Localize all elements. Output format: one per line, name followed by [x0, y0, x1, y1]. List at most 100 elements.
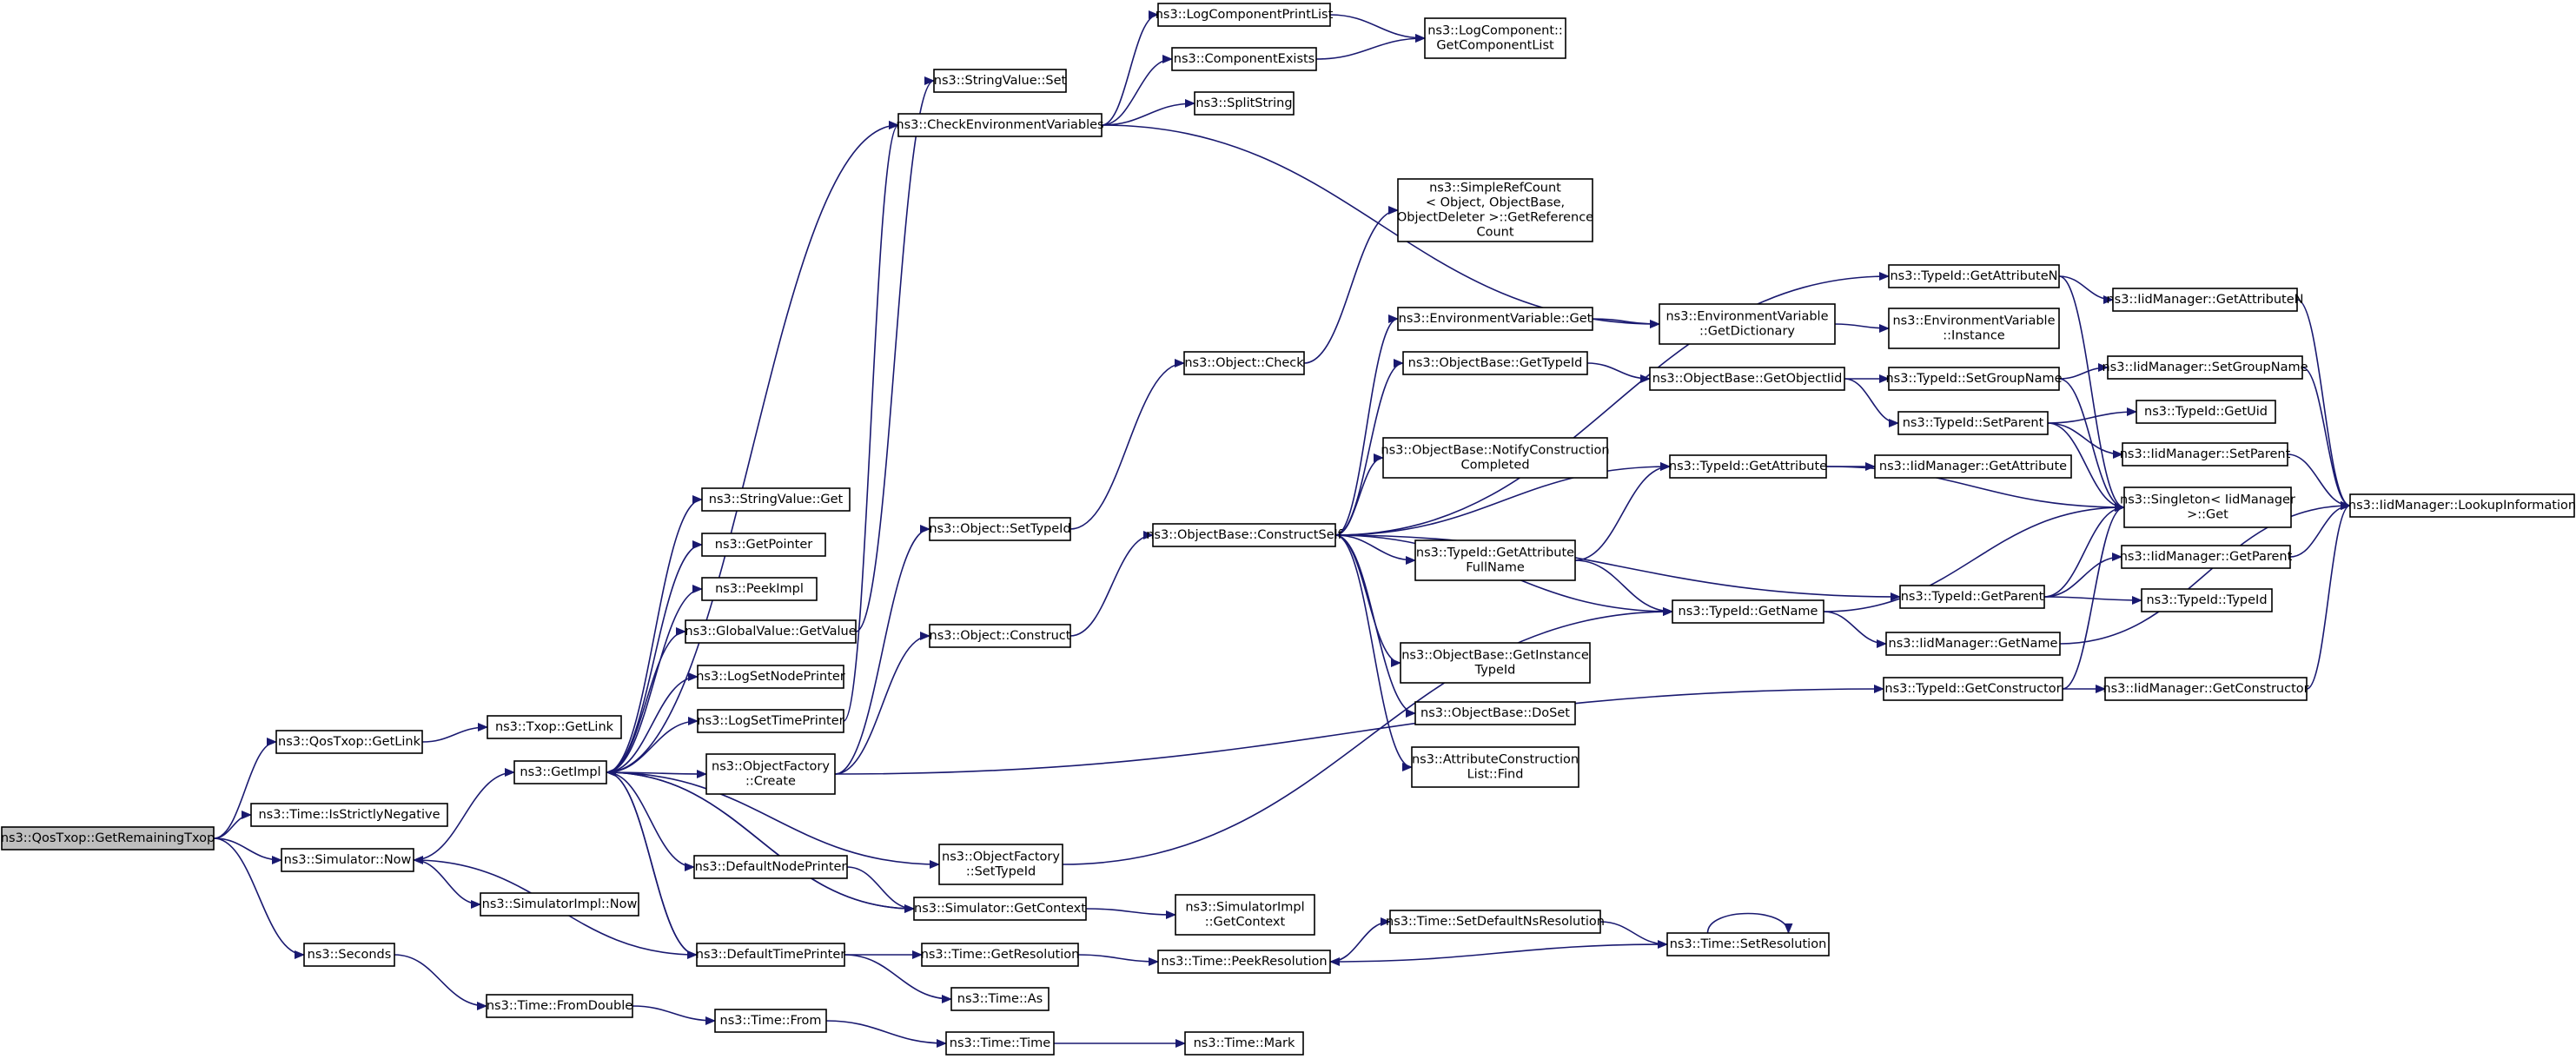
node-iidmgr_getparent[interactable]: ns3::IidManager::GetParent — [2120, 545, 2293, 569]
node-typeid_getattributen[interactable]: ns3::TypeId::GetAttributeN — [1888, 264, 2060, 288]
node-time_fromdouble[interactable]: ns3::Time::FromDouble — [486, 994, 633, 1018]
node-checkenvvars[interactable]: ns3::CheckEnvironmentVariables — [896, 113, 1104, 137]
node-object_construct[interactable]: ns3::Object::Construct — [929, 624, 1071, 648]
node-objbase_gettypeid[interactable]: ns3::ObjectBase::GetTypeId — [1402, 351, 1588, 375]
node-logsetnodeprinter[interactable]: ns3::LogSetNodePrinter — [696, 665, 845, 689]
node-typeid_getattribute[interactable]: ns3::TypeId::GetAttribute — [1669, 454, 1827, 479]
edge-getimpl-to-objfactory_settypeid — [606, 771, 940, 869]
node-typeid_getname[interactable]: ns3::TypeId::GetName — [1672, 599, 1824, 624]
node-peekimpl[interactable]: ns3::PeekImpl — [701, 577, 818, 601]
edge-logsettimeprinter-to-checkenvvars — [843, 121, 899, 722]
edge-objfactory_settypeid-to-typeid_getname — [1062, 607, 1673, 865]
node-time_from[interactable]: ns3::Time::From — [714, 1009, 827, 1033]
node-typeid_getuid[interactable]: ns3::TypeId::GetUid — [2136, 400, 2276, 424]
node-iidmgr_setgroupname[interactable]: ns3::IidManager::SetGroupName — [2102, 355, 2308, 380]
node-iidmgr_getname[interactable]: ns3::IidManager::GetName — [1885, 632, 2061, 656]
node-object_settypeid[interactable]: ns3::Object::SetTypeId — [929, 517, 1071, 541]
node-envvar_getdictionary[interactable]: ns3::EnvironmentVariable::GetDictionary — [1659, 303, 1836, 345]
node-time_getresolution[interactable]: ns3::Time::GetResolution — [921, 943, 1080, 967]
node-object_check[interactable]: ns3::Object::Check — [1183, 351, 1305, 375]
node-iidmgr_getattributen[interactable]: ns3::IidManager::GetAttributeN — [2106, 288, 2304, 312]
node-label: GetComponentList — [1436, 39, 1554, 53]
node-box — [1382, 437, 1608, 479]
node-simimpl_getcontext[interactable]: ns3::SimulatorImpl::GetContext — [1175, 894, 1315, 936]
node-root[interactable]: ns3::QosTxop::GetRemainingTxop — [1, 826, 215, 851]
node-label: ns3::LogSetNodePrinter — [696, 670, 845, 684]
node-envvar_instance[interactable]: ns3::EnvironmentVariable::Instance — [1888, 308, 2060, 349]
edge-objbase_constructself-to-objbase_notifyconstruction — [1334, 453, 1384, 536]
node-typeid_setparent[interactable]: ns3::TypeId::SetParent — [1897, 411, 2049, 435]
node-label: ns3::Singleton< IidManager — [2120, 493, 2295, 507]
node-typeid_getparent[interactable]: ns3::TypeId::GetParent — [1899, 585, 2045, 609]
node-qos_getlink[interactable]: ns3::QosTxop::GetLink — [275, 730, 423, 754]
node-logcomp_getcomplist[interactable]: ns3::LogComponent::GetComponentList — [1424, 17, 1566, 59]
node-simplerefcount[interactable]: ns3::SimpleRefCount< Object, ObjectBase,… — [1397, 178, 1593, 242]
node-objbase_getobjectiid[interactable]: ns3::ObjectBase::GetObjectIid — [1649, 367, 1845, 391]
node-stringvalue_get[interactable]: ns3::StringValue::Get — [701, 487, 851, 512]
node-logcompprintlist[interactable]: ns3::LogComponentPrintList — [1156, 3, 1334, 27]
node-label: ns3::Time::IsStrictlyNegative — [258, 808, 440, 822]
edge-typeid_setparent-to-iidmgr_setparent — [2047, 422, 2123, 459]
node-txop_getlink[interactable]: ns3::Txop::GetLink — [487, 715, 622, 739]
node-singleton_get[interactable]: ns3::Singleton< IidManager>::Get — [2120, 486, 2295, 528]
node-label: ns3::GetPointer — [715, 538, 813, 552]
node-sim_now[interactable]: ns3::Simulator::Now — [281, 848, 414, 872]
node-objbase_doset[interactable]: ns3::ObjectBase::DoSet — [1414, 701, 1576, 725]
node-componentexists[interactable]: ns3::ComponentExists — [1171, 47, 1317, 71]
node-objbase_notifyconstruction[interactable]: ns3::ObjectBase::NotifyConstructionCompl… — [1381, 437, 1610, 479]
node-simimpl_now[interactable]: ns3::SimulatorImpl::Now — [480, 892, 639, 917]
node-time_mark[interactable]: ns3::Time::Mark — [1184, 1031, 1304, 1056]
node-defaultnodeprinter[interactable]: ns3::DefaultNodePrinter — [693, 855, 848, 879]
node-label: ns3::Time::As — [957, 992, 1043, 1006]
node-label: ns3::Time::SetDefaultNsResolution — [1386, 915, 1605, 929]
node-label: ObjectDeleter >::GetReference — [1397, 211, 1593, 225]
node-globalvalue_getvalue[interactable]: ns3::GlobalValue::GetValue — [685, 619, 857, 644]
node-logsettimeprinter[interactable]: ns3::LogSetTimePrinter — [697, 709, 844, 733]
node-box — [1157, 950, 1331, 974]
node-label: TypeId — [1474, 664, 1516, 678]
node-objfactory_create[interactable]: ns3::ObjectFactory::Create — [705, 753, 836, 795]
node-typeid_typeid[interactable]: ns3::TypeId::TypeId — [2141, 588, 2273, 612]
node-label: ns3::SimulatorImpl::Now — [482, 897, 638, 911]
node-typeid_setgroupname[interactable]: ns3::TypeId::SetGroupName — [1885, 367, 2063, 391]
node-objbase_constructself[interactable]: ns3::ObjectBase::ConstructSelf — [1146, 523, 1343, 547]
node-box — [714, 1009, 827, 1033]
node-iidmgr_getattribute[interactable]: ns3::IidManager::GetAttribute — [1874, 454, 2072, 479]
node-iidmgr_lookupinformation[interactable]: ns3::IidManager::LookupInformation — [2348, 493, 2576, 518]
node-getimpl[interactable]: ns3::GetImpl — [513, 760, 607, 784]
edge-typeid_setparent-to-typeid_getuid — [2047, 407, 2137, 424]
node-time_as[interactable]: ns3::Time::As — [950, 987, 1050, 1011]
node-iidmgr_getconstructor[interactable]: ns3::IidManager::GetConstructor — [2103, 677, 2309, 701]
node-getpointer[interactable]: ns3::GetPointer — [701, 533, 826, 557]
node-time_setresolution[interactable]: ns3::Time::SetResolution — [1666, 932, 1830, 956]
edge-qos_getlink-to-txop_getlink — [421, 723, 488, 743]
node-time_isstrictlyneg[interactable]: ns3::Time::IsStrictlyNegative — [250, 803, 448, 827]
node-time_peekresolution[interactable]: ns3::Time::PeekResolution — [1157, 950, 1331, 974]
edge-typeid_setparent-to-singleton_get — [2047, 422, 2125, 512]
node-objfactory_settypeid[interactable]: ns3::ObjectFactory::SetTypeId — [938, 844, 1063, 885]
node-seconds[interactable]: ns3::Seconds — [303, 943, 395, 967]
node-time_time[interactable]: ns3::Time::Time — [945, 1031, 1055, 1056]
node-label: Count — [1476, 226, 1513, 240]
node-label: ns3::IidManager::SetGroupName — [2102, 361, 2308, 374]
node-label: ns3::TypeId::GetAttribute — [1416, 546, 1574, 560]
node-envvar_get[interactable]: ns3::EnvironmentVariable::Get — [1397, 307, 1593, 331]
node-typeid_getconstructor[interactable]: ns3::TypeId::GetConstructor — [1883, 677, 2063, 701]
node-splitstring[interactable]: ns3::SplitString — [1194, 91, 1295, 116]
node-label: ns3::Time::GetResolution — [921, 948, 1080, 962]
edge-seconds-to-time_fromdouble — [394, 954, 487, 1010]
node-defaulttimeprinter[interactable]: ns3::DefaultTimePrinter — [696, 943, 845, 967]
edge-defaulttimeprinter-to-getimpl — [606, 768, 698, 956]
node-box — [1672, 599, 1824, 624]
node-label: ns3::TypeId::GetAttribute — [1669, 460, 1827, 473]
node-box — [1411, 746, 1579, 788]
node-iidmgr_setparent[interactable]: ns3::IidManager::SetParent — [2120, 442, 2291, 467]
node-label: ns3::LogComponent:: — [1427, 24, 1563, 38]
node-time_setdefaultnsresolution[interactable]: ns3::Time::SetDefaultNsResolution — [1386, 910, 1605, 934]
node-label: ns3::EnvironmentVariable::Get — [1399, 312, 1593, 326]
node-sim_getcontext[interactable]: ns3::Simulator::GetContext — [913, 897, 1087, 921]
node-stringvalue_set[interactable]: ns3::StringValue::Set — [933, 69, 1067, 93]
